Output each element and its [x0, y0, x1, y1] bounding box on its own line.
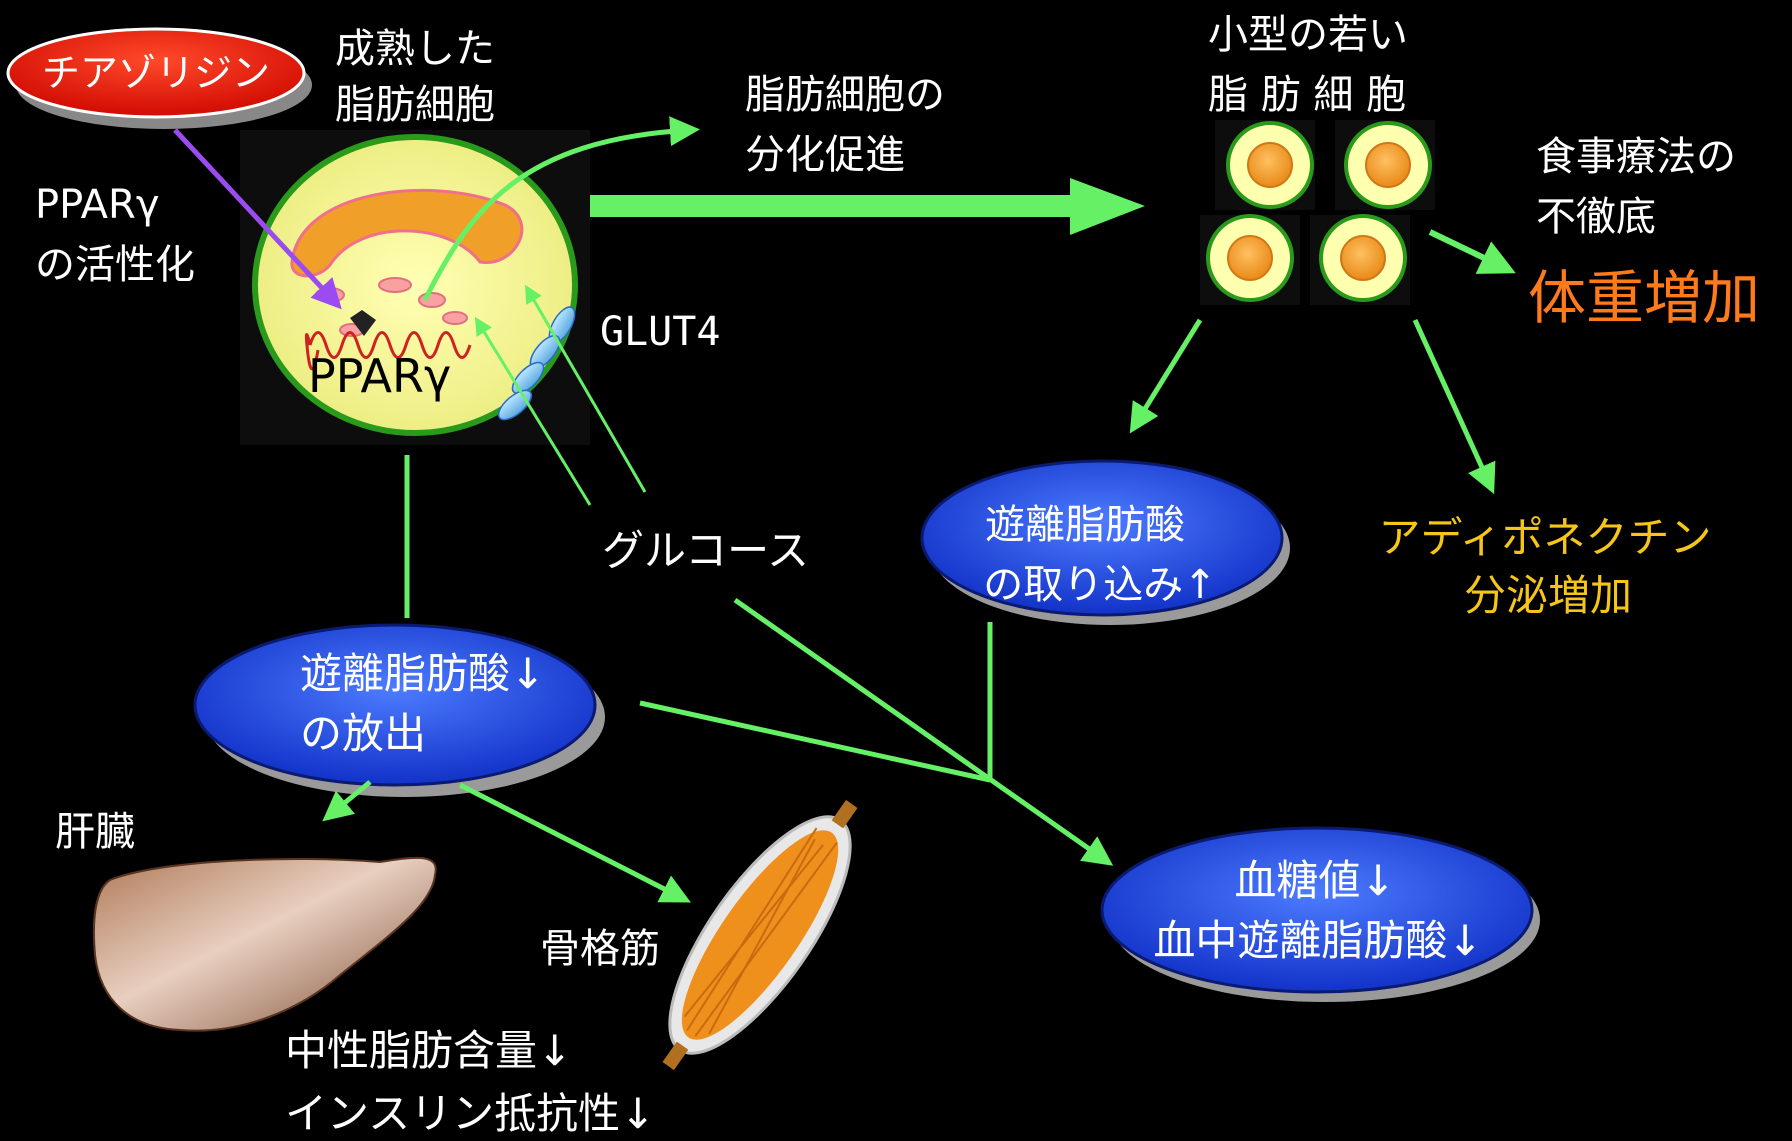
small-cells-line1: 小型の若い	[1208, 12, 1408, 58]
blood-result-line1: 血糖値↓	[1234, 856, 1395, 905]
ffa-release-line1: 遊離脂肪酸↓	[300, 649, 545, 698]
cells-to-uptake-arrow	[1129, 318, 1203, 434]
mature-adipocyte: PPARγ	[240, 130, 590, 445]
cells-to-weight-arrow	[1428, 229, 1516, 274]
small-adipocytes	[1200, 120, 1435, 305]
muscle-effect-2: インスリン抵抗性↓	[285, 1089, 655, 1138]
differentiation-curve-arrow	[422, 116, 700, 302]
glucose-label: グルコース	[602, 526, 809, 575]
blood-result-line2: 血中遊離脂肪酸↓	[1153, 916, 1482, 965]
ppar-in-cell-label: PPARγ	[308, 349, 451, 403]
liver-icon	[92, 856, 437, 1032]
weight-gain-label: 体重増加	[1528, 264, 1760, 332]
release-to-junction-line	[639, 700, 991, 783]
diet-line1: 食事療法の	[1536, 134, 1736, 180]
ffa-uptake-line2: の取り込み↑	[983, 562, 1217, 608]
differentiation-line1: 脂肪細胞の	[745, 72, 945, 118]
muscle-effect-1: 中性脂肪含量↓	[285, 1026, 572, 1075]
ffa-release-line2: の放出	[300, 709, 426, 758]
glucose-to-cell-arrow-2	[524, 284, 647, 493]
drug-to-ppar-arrow	[173, 128, 342, 310]
drug-label: チアゾリジン	[42, 51, 270, 95]
differentiation-line2: 分化促進	[745, 132, 905, 178]
mature-cell-line1: 成熟した	[335, 26, 495, 72]
glut4-transporters	[497, 306, 576, 421]
big-differentiation-arrow	[590, 178, 1145, 235]
adiponectin-line1: アディポネクチン	[1378, 513, 1711, 562]
ffa-release-bubble: 遊離脂肪酸↓ の放出	[193, 623, 605, 797]
lipid-crescent	[290, 189, 524, 278]
liver-label: 肝臓	[55, 809, 135, 855]
glut4-label: GLUT4	[600, 309, 720, 355]
release-to-muscle-arrow	[458, 782, 691, 903]
muscle-label: 骨格筋	[540, 926, 660, 972]
release-to-liver-arrow	[322, 780, 372, 822]
cells-to-adiponectin-arrow	[1412, 318, 1496, 495]
mature-cell-line2: 脂肪細胞	[335, 82, 495, 128]
thiazolidine-badge: チアゾリジン	[6, 27, 312, 129]
glucose-to-cell-arrow-1	[474, 316, 592, 506]
adiponectin-line2: 分泌増加	[1464, 571, 1632, 620]
ppar-activation-line1: PPARγ	[35, 182, 160, 228]
dna-coil	[308, 331, 472, 359]
skeletal-muscle-icon	[662, 799, 858, 1071]
ffa-uptake-line1: 遊離脂肪酸	[985, 502, 1185, 548]
ppar-receptor-icon	[350, 310, 376, 336]
ppar-activation-line2: の活性化	[35, 242, 195, 288]
blood-result-bubble: 血糖値↓ 血中遊離脂肪酸↓	[1100, 826, 1540, 1002]
ffa-uptake-bubble: 遊離脂肪酸 の取り込み↑	[920, 459, 1290, 625]
glucose-to-blood-arrow	[733, 597, 1114, 866]
small-cells-line2: 脂 肪 細 胞	[1208, 72, 1406, 118]
diet-line2: 不徹底	[1536, 194, 1656, 240]
